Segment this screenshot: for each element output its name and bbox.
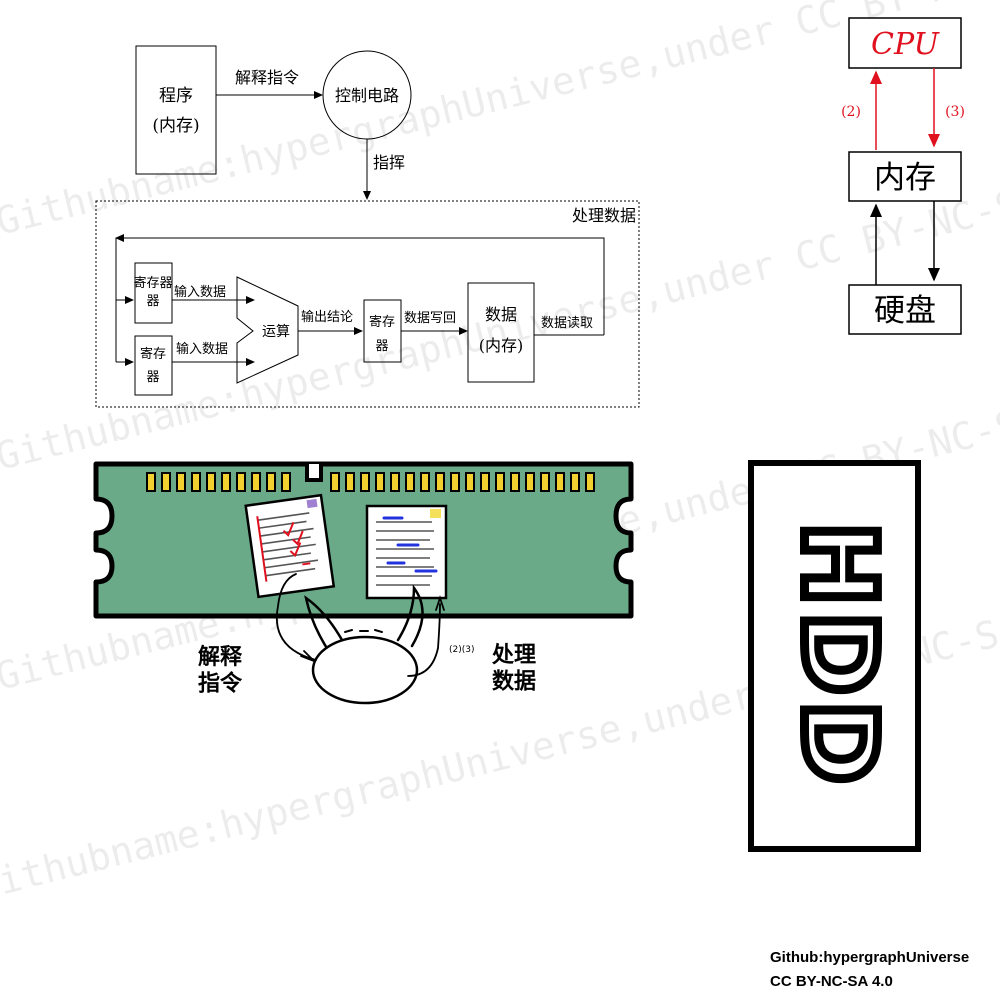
cpu-label: CPU xyxy=(871,27,941,62)
decode-handwritten-label: 解释指令 xyxy=(198,644,243,696)
ram-pin xyxy=(146,472,156,492)
register-text: 器 xyxy=(375,339,388,354)
writeback-label: 数据写回 xyxy=(404,311,456,326)
ram-pin xyxy=(176,472,186,492)
ram-pin xyxy=(330,472,340,492)
ram-pin xyxy=(161,472,171,492)
ram-pin xyxy=(465,472,475,492)
ram-pin xyxy=(510,472,520,492)
ram-pin xyxy=(206,472,216,492)
credits-license: CC BY-NC-SA 4.0 xyxy=(770,973,893,990)
ram-notch xyxy=(305,464,323,482)
cpu-box xyxy=(848,17,962,69)
register-text: 寄存 xyxy=(369,314,395,330)
ram-pins xyxy=(146,472,595,492)
ram-pin xyxy=(480,472,490,492)
data-sub-label: (内存) xyxy=(479,336,524,355)
register-box-1 xyxy=(134,262,173,324)
program-label: 程序 xyxy=(159,86,193,106)
data-memory-box xyxy=(467,282,535,383)
command-label: 指挥 xyxy=(373,153,405,172)
ram-pin xyxy=(525,472,535,492)
hdd-label: HDD xyxy=(781,522,898,790)
step-2-label: (2) xyxy=(841,104,861,120)
process-handwritten-label: 处理数据 xyxy=(491,642,536,694)
ram-pin xyxy=(555,472,565,492)
register-label: 寄存器 xyxy=(133,275,172,291)
ram-pin xyxy=(495,472,505,492)
instruction-sheet xyxy=(244,493,336,599)
ram-pin xyxy=(405,472,415,492)
ram-board xyxy=(93,461,634,619)
ram-pin xyxy=(345,472,355,492)
step-3-label: (3) xyxy=(945,104,965,120)
process-data-frame xyxy=(95,200,640,408)
output-label: 输出结论 xyxy=(301,309,353,325)
program-sub-label: (内存) xyxy=(152,116,199,136)
ram-stick-sketch: 解释指令 (2)(3) 处理数据 xyxy=(93,461,634,705)
credits-github: Github:hypergraphUniverse xyxy=(770,949,970,966)
credits: Github:hypergraphUniverse CC BY-NC-SA 4.… xyxy=(770,946,969,994)
watermark-text: Githubname:hypergraphUniverse,under CC B… xyxy=(0,0,1000,244)
input-label-2: 输入数据 xyxy=(176,341,228,357)
processor-creature xyxy=(276,573,445,705)
disk-label: 硬盘 xyxy=(874,293,936,329)
ram-pin xyxy=(540,472,550,492)
control-circuit-label: 控制电路 xyxy=(335,86,399,105)
ram-pin xyxy=(570,472,580,492)
read-label: 数据读取 xyxy=(541,316,593,331)
ram-pin xyxy=(191,472,201,492)
alu-label: 运算 xyxy=(262,324,290,340)
hdd-frame xyxy=(748,460,921,852)
disk-box xyxy=(848,284,962,335)
process-data-title: 处理数据 xyxy=(572,206,636,225)
program-box xyxy=(135,45,217,175)
memory-box xyxy=(848,151,962,202)
decode-label: 解释指令 xyxy=(235,68,299,87)
ram-pin xyxy=(236,472,246,492)
input-label-1: 输入数据 xyxy=(174,284,226,300)
ram-pin xyxy=(420,472,430,492)
register-text: 器 xyxy=(146,294,159,309)
ram-pin xyxy=(585,472,595,492)
ram-pin xyxy=(390,472,400,492)
ram-pin xyxy=(251,472,261,492)
instruction-flow-diagram: 程序 (内存) 解释指令 控制电路 指挥 处理数据 寄存器 输入数据 输入数据 … xyxy=(95,45,640,408)
data-sheet xyxy=(365,504,448,600)
ram-pin xyxy=(266,472,276,492)
ram-pin xyxy=(450,472,460,492)
ram-pin xyxy=(360,472,370,492)
hdd-sketch: HDD xyxy=(748,460,921,852)
ram-pin xyxy=(221,472,231,492)
register-texts: 器 寄存 器 寄存 器 xyxy=(140,294,395,385)
alu-shape xyxy=(236,276,299,384)
register-text: 器 xyxy=(146,370,159,385)
ram-pin xyxy=(281,472,291,492)
storage-hierarchy-diagram: CPU (2) (3) 内存 硬盘 xyxy=(841,17,965,335)
memory-label: 内存 xyxy=(874,160,936,196)
data-label: 数据 xyxy=(485,305,517,324)
register-box-2 xyxy=(134,335,173,396)
process-steps-label: (2)(3) xyxy=(449,645,475,655)
ram-pin xyxy=(435,472,445,492)
ram-pin xyxy=(375,472,385,492)
register-text: 寄存 xyxy=(140,346,166,362)
read-loop-line xyxy=(115,234,605,335)
